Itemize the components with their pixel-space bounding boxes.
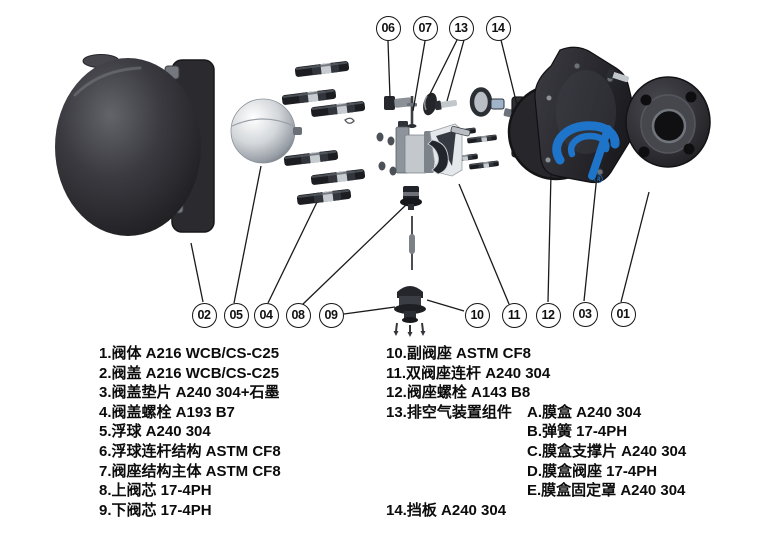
parts-list-item-text: 13.排空气装置组件 bbox=[386, 403, 512, 421]
parts-list-subitem-text: C.膜盒支撑片 A240 304 bbox=[527, 442, 687, 460]
brand-logo-watermark: ® bbox=[552, 121, 620, 186]
auxiliary-seat-part bbox=[393, 286, 426, 337]
parts-list-subitem-text: E.膜盒固定罩 A240 304 bbox=[527, 482, 686, 500]
parts-list-item-text: 11.双阀座连杆 A240 304 bbox=[386, 364, 551, 382]
parts-list-subitem-text: B.弹簧 17-4PH bbox=[527, 423, 628, 441]
callout-07: 07 bbox=[412, 15, 438, 41]
parts-list-item: 13.排空气装置组件 A.膜盒 A240 304 bbox=[386, 403, 746, 423]
parts-list-item-text: 10.副阀座 ASTM CF8 bbox=[386, 345, 532, 362]
seat-structure-part bbox=[376, 121, 471, 177]
callout-11: 11 bbox=[501, 302, 527, 328]
float-lever-part bbox=[384, 96, 412, 110]
callout-08: 08 bbox=[285, 302, 311, 328]
parts-list-item: 1.阀体 A216 WCB/CS-C25 bbox=[99, 345, 280, 362]
registered-mark: ® bbox=[594, 172, 603, 186]
parts-list-left-column: 1.阀体 A216 WCB/CS-C25 2.阀盖 A216 WCB/CS-C2… bbox=[99, 344, 281, 520]
callout-12: 12 bbox=[535, 302, 561, 328]
parts-list-subitem-text: A.膜盒 A240 304 bbox=[527, 403, 642, 421]
parts-list-item-text: 14.挡板 A240 304 bbox=[386, 501, 507, 519]
parts-list-item: 14.挡板 A240 304 bbox=[386, 501, 746, 521]
parts-list-item: 5.浮球 A240 304 bbox=[99, 423, 211, 441]
outlet-flange-part bbox=[625, 76, 711, 168]
callout-09: 09 bbox=[318, 302, 344, 328]
callout-06: 06 bbox=[375, 15, 401, 41]
parts-list-item: 6.浮球连杆结构 ASTM CF8 bbox=[99, 442, 281, 460]
parts-list-item-text: 12.阀座螺栓 A143 B8 bbox=[386, 384, 531, 402]
parts-list-item: 9.下阀芯 17-4PH bbox=[99, 501, 212, 519]
parts-list-right-column: 10.副阀座 ASTM CF8 11.双阀座连杆 A240 304 12.阀座螺… bbox=[386, 344, 746, 520]
upper-valve-core-part bbox=[400, 186, 422, 210]
callout-14: 14 bbox=[485, 15, 511, 41]
bonnet-studs-part bbox=[281, 60, 366, 206]
valve-body-part bbox=[507, 46, 638, 184]
exploded-diagram: ® bbox=[55, 39, 711, 337]
callout-01: 01 bbox=[610, 301, 636, 327]
leader-lines bbox=[190, 39, 650, 315]
parts-list-item: 7.阀座结构主体 ASTM CF8 bbox=[99, 462, 281, 480]
parts-list-item: B.弹簧 17-4PH bbox=[386, 422, 746, 442]
callout-13: 13 bbox=[448, 15, 474, 41]
parts-list-item: 12.阀座螺栓 A143 B8 bbox=[386, 383, 746, 403]
parts-list-subitem-text: D.膜盒阀座 17-4PH bbox=[527, 462, 658, 480]
parts-list-item: 3.阀盖垫片 A240 304+石墨 bbox=[99, 384, 280, 402]
parts-list-item: 11.双阀座连杆 A240 304 bbox=[386, 364, 746, 384]
parts-list-item: 2.阀盖 A216 WCB/CS-C25 bbox=[99, 364, 280, 382]
parts-list-item: D.膜盒阀座 17-4PH bbox=[386, 462, 746, 482]
callout-10: 10 bbox=[464, 302, 490, 328]
callout-02: 02 bbox=[191, 302, 217, 328]
parts-list-item: C.膜盒支撑片 A240 304 bbox=[386, 442, 746, 462]
parts-list-item: 10.副阀座 ASTM CF8 bbox=[386, 344, 746, 364]
callout-04: 04 bbox=[253, 302, 279, 328]
air-vent-components-part bbox=[423, 87, 513, 118]
parts-list-item: 4.阀盖螺栓 A193 B7 bbox=[99, 403, 235, 421]
parts-list-item: 8.上阀芯 17-4PH bbox=[99, 482, 212, 500]
connecting-rod-part bbox=[409, 216, 415, 270]
bonnet-part bbox=[55, 54, 215, 236]
float-ball-part bbox=[230, 98, 302, 164]
callout-03: 03 bbox=[572, 301, 598, 327]
parts-list-item: E.膜盒固定罩 A240 304 bbox=[386, 481, 746, 501]
callout-05: 05 bbox=[223, 302, 249, 328]
